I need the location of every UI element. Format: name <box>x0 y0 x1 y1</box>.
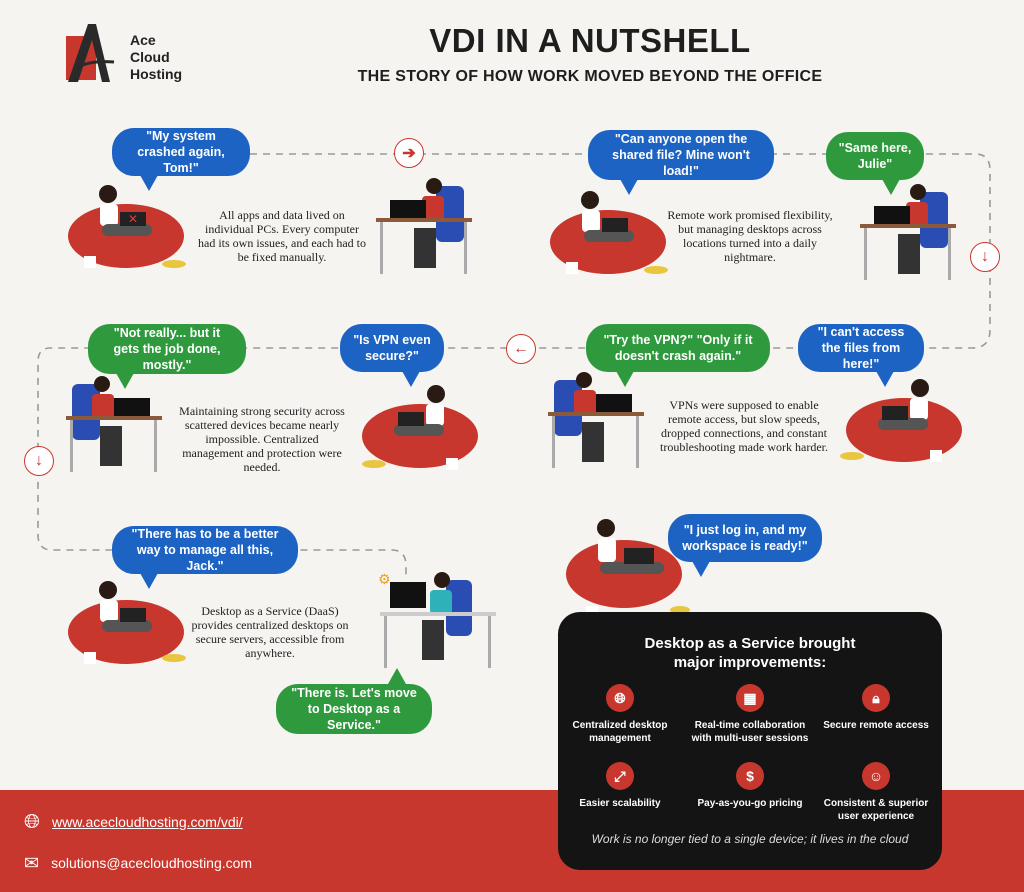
page-title: VDI IN A NUTSHELL <box>429 22 751 59</box>
panel-footer-text: Work is no longer tied to a single devic… <box>591 832 909 846</box>
panel-title: Desktop as a Service brought major impro… <box>644 635 856 671</box>
svg-text:⚙: ⚙ <box>378 572 391 588</box>
woman-on-beanbag-figure <box>68 581 186 664</box>
speech-bubble-woman-4: "Is VPN even secure?" <box>340 324 444 387</box>
speech-bubble-woman-5: "There has to be a better way to manage … <box>112 526 298 589</box>
speech-bubble-woman-2: "Can anyone open the shared file? Mine w… <box>588 130 774 195</box>
brand-name: Ace Cloud Hosting <box>130 32 183 82</box>
man-at-desk-figure <box>548 372 644 468</box>
network-icon: 🌐︎ <box>606 684 634 712</box>
scalability-icon: ⤢ <box>606 762 634 790</box>
speech-bubble-woman-6: "I just log in, and my workspace is read… <box>668 514 822 577</box>
feature-pricing: $Pay-as-you-go pricing <box>690 762 810 810</box>
speech-bubble-man-3: "Try the VPN?" "Only if it doesn't crash… <box>586 324 770 387</box>
speech-bubble-woman-1: "My system crashed again, Tom!" <box>112 128 250 191</box>
arrow-right-icon: ➔ <box>394 138 424 168</box>
ace-logo-icon <box>66 24 115 82</box>
arrow-left-icon: ← <box>506 334 536 364</box>
improvements-panel: Desktop as a Service brought major impro… <box>558 612 942 870</box>
page-subtitle: THE STORY OF HOW WORK MOVED BEYOND THE O… <box>357 68 823 85</box>
footer-email-row[interactable]: ✉ solutions@acecloudhosting.com <box>24 854 252 872</box>
scene-5-description: Desktop as a Service (DaaS) provides cen… <box>191 604 349 660</box>
woman-on-beanbag-figure <box>840 379 962 462</box>
man-at-desk-figure: ⚙ <box>378 572 496 668</box>
user-experience-icon: ☺ <box>862 762 890 790</box>
svg-text:✕: ✕ <box>128 212 138 226</box>
arrow-down-icon: ↓ <box>24 446 54 476</box>
feature-secure-access: 🔒︎Secure remote access <box>816 684 936 732</box>
pricing-icon: $ <box>736 762 764 790</box>
man-at-desk-figure <box>376 178 472 274</box>
woman-on-beanbag-figure <box>550 191 668 274</box>
email-link[interactable]: solutions@acecloudhosting.com <box>51 855 253 871</box>
collaboration-icon: ▦ <box>736 684 764 712</box>
globe-icon: 🌐︎ <box>24 811 40 833</box>
scene-4-description: Maintaining strong security across scatt… <box>179 404 345 474</box>
man-at-desk-figure <box>66 376 162 472</box>
feature-scalability: ⤢Easier scalability <box>560 762 680 810</box>
speech-bubble-man-4: "Not really... but it gets the job done,… <box>88 324 246 389</box>
speech-bubble-woman-3: "I can't access the files from here!" <box>798 324 924 387</box>
mail-icon: ✉ <box>24 853 40 873</box>
arrow-down-icon: ↓ <box>970 242 1000 272</box>
woman-on-beanbag-figure: ✕ <box>68 185 186 268</box>
footer-website-row[interactable]: 🌐︎ www.acecloudhosting.com/vdi/ <box>24 812 243 832</box>
feature-collaboration: ▦Real-time collaboration with multi-user… <box>690 684 810 745</box>
feature-centralized: 🌐︎Centralized desktop management <box>560 684 680 745</box>
man-at-desk-figure <box>860 184 956 280</box>
speech-bubble-man-5: "There is. Let's move to Desktop as a Se… <box>276 668 432 734</box>
scene-3-description: VPNs were supposed to enable remote acce… <box>660 398 828 454</box>
woman-on-beanbag-figure <box>362 385 478 470</box>
secure-access-icon: 🔒︎ <box>862 684 890 712</box>
speech-bubble-man-2: "Same here, Julie" <box>826 132 924 195</box>
feature-user-experience: ☺Consistent & superior user experience <box>816 762 936 823</box>
scene-2-description: Remote work promised flexibility, but ma… <box>667 208 833 264</box>
website-link[interactable]: www.acecloudhosting.com/vdi/ <box>52 814 243 830</box>
scene-1-description: All apps and data lived on individual PC… <box>198 208 366 264</box>
